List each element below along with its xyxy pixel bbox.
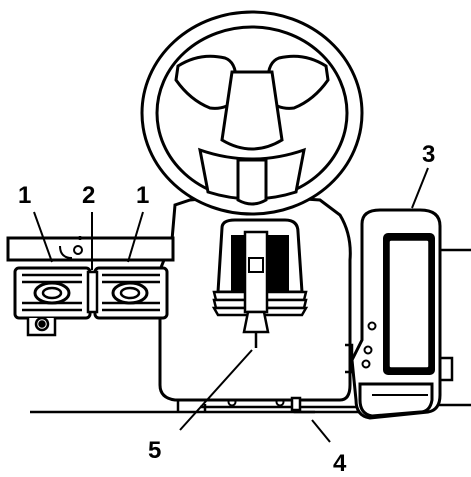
- callout-column-lever: 5: [148, 437, 161, 464]
- pedal-bracket: [6, 236, 175, 262]
- column-lever: [242, 310, 270, 348]
- callout-pedal-lock: 2: [82, 182, 95, 209]
- pedal-linkage: [26, 236, 82, 337]
- callout-brake-pedal-left: 1: [18, 182, 31, 209]
- callout-brake-pedal-right: 1: [136, 182, 149, 209]
- steering-column: [236, 158, 268, 206]
- deck-catch: [290, 396, 302, 412]
- leader-lines: [33, 167, 429, 443]
- callout-deck-catch: 4: [333, 450, 347, 477]
- pedal-lock: [86, 270, 99, 314]
- brake-pedal-left: [13, 266, 92, 320]
- control-console: [345, 208, 471, 420]
- callout-control-console: 3: [422, 141, 435, 168]
- brake-pedal-right: [93, 266, 169, 320]
- lever-boot: [211, 218, 309, 317]
